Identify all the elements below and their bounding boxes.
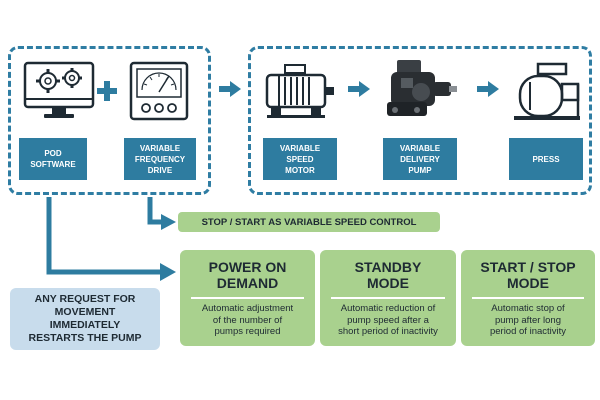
variable-delivery-pump-label: VARIABLE DELIVERY PUMP — [383, 138, 457, 180]
divider — [190, 297, 305, 299]
plus-icon — [97, 81, 117, 101]
hydraulic-group-box — [248, 46, 592, 195]
pod-software-label: POD SOFTWARE — [19, 138, 87, 180]
hydraulic-pump-icon — [387, 60, 457, 116]
variable-speed-control-bar: STOP / START AS VARIABLE SPEED CONTROL — [178, 212, 440, 232]
arrow-right-icon — [477, 81, 499, 97]
power-on-demand-box: POWER ON DEMAND Automatic adjustment of … — [180, 250, 315, 346]
electric-motor-icon — [265, 64, 334, 118]
variable-speed-motor-label: VARIABLE SPEED MOTOR — [263, 138, 337, 180]
mode-description: Automatic reduction of pump speed after … — [338, 303, 438, 337]
computer-gears-icon — [23, 61, 95, 118]
press-machine-icon — [514, 62, 580, 120]
press-label: PRESS — [509, 138, 583, 180]
mode-title: STANDBY MODE — [354, 259, 422, 291]
start-stop-mode-box: START / STOP MODE Automatic stop of pump… — [461, 250, 595, 346]
frequency-meter-icon — [129, 61, 189, 121]
mode-description: Automatic stop of pump after long period… — [489, 303, 567, 337]
arrow-right-icon — [219, 81, 241, 97]
mode-description: Automatic adjustment of the number of pu… — [201, 303, 294, 337]
mode-title: POWER ON DEMAND — [208, 259, 287, 291]
variable-frequency-drive-label: VARIABLE FREQUENCY DRIVE — [124, 138, 196, 180]
mode-title: START / STOP MODE — [480, 259, 576, 291]
control-group-box — [8, 46, 211, 195]
divider — [330, 297, 446, 299]
restart-note: ANY REQUEST FOR MOVEMENT IMMEDIATELY RES… — [10, 288, 160, 350]
arrow-right-icon — [348, 81, 370, 97]
standby-mode-box: STANDBY MODE Automatic reduction of pump… — [320, 250, 456, 346]
divider — [471, 297, 585, 299]
